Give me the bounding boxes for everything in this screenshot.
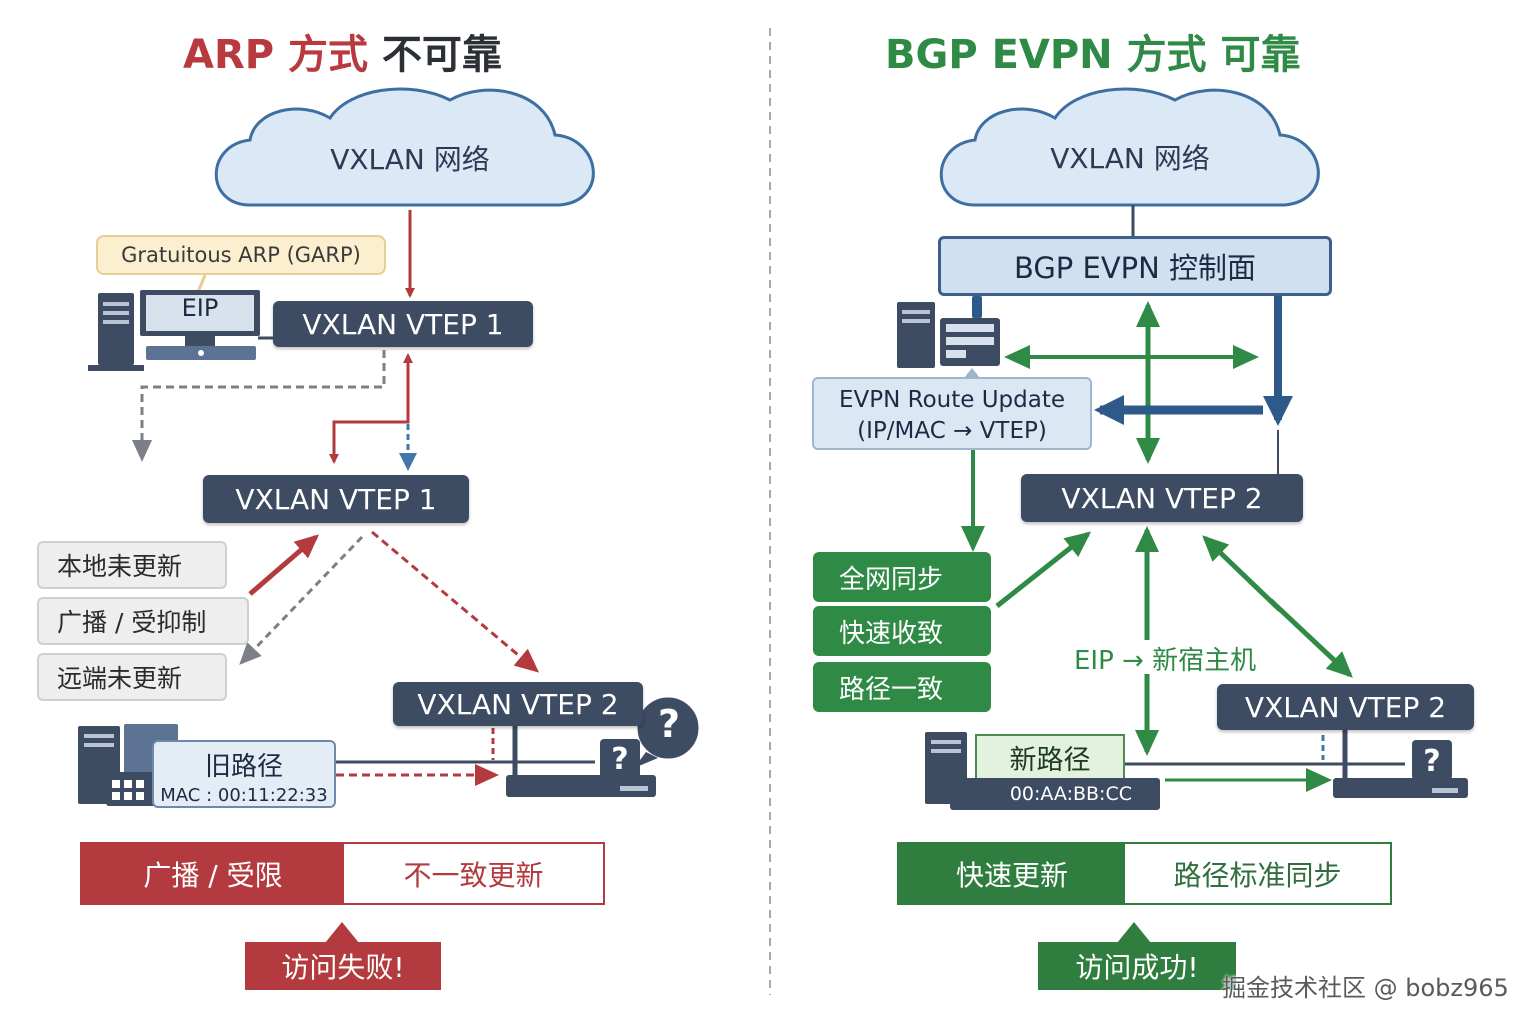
access-failed-badge: 访问失败! [245,942,441,990]
old-path-box: 旧路径 MAC : 00:11:22:33 [152,740,336,808]
tag-remote-not-updated: 远端未更新 [37,653,227,701]
vtep2-low-right: VXLAN VTEP 2 [1217,684,1474,730]
vtep2-mid-right: VXLAN VTEP 2 [1021,474,1303,522]
tag-broadcast-suppressed: 广播 / 受抑制 [37,597,249,645]
tag-global-sync: 全网同步 [813,552,991,602]
cloud-label-left: VXLAN 网络 [330,143,490,176]
bgp-evpn-control-plane: BGP EVPN 控制面 [938,236,1332,296]
route-update-box: EVPN Route Update (IP/MAC → VTEP) [812,377,1092,450]
route-update-line1: EVPN Route Update [838,387,1066,413]
computer-icon-left [88,290,280,371]
route-update-line2: (IP/MAC → VTEP) [857,418,1047,444]
new-mac-value: 00:AA:BB:CC [950,778,1160,810]
left-bar-broadcast-limited: 广播 / 受限 [82,844,344,903]
cloud-label-right: VXLAN 网络 [1050,142,1210,175]
vtep2-left: VXLAN VTEP 2 [393,682,643,726]
cloud-icon-left [214,87,595,207]
server-icon-route-source [897,302,1000,378]
watermark: 掘金技术社区 @ bobz965 [1222,974,1509,1002]
arrow-local-update [248,534,320,596]
question-mark-device-right: ? [1423,744,1441,779]
left-bar-inconsistent: 不一致更新 [344,844,603,903]
eip-move-label: EIP → 新宿主机 [1074,646,1257,676]
left-title-method: ARP 方式 [183,32,368,78]
right-title: BGP EVPN 方式 可靠 [885,32,1301,78]
left-title-verdict: 不可靠 [381,32,502,78]
tag-local-not-updated: 本地耒更新 [37,541,227,589]
cloud-icon-right [939,87,1320,207]
new-path-box: 新路径 [975,734,1125,780]
left-title: ARP 方式 不可靠 [183,22,502,80]
arrow-vtep1-to-vtep2 [371,530,540,673]
right-bar-path-sync: 路径标准同步 [1125,844,1390,903]
tag-fast-convergence: 快速收致 [813,606,991,656]
old-mac-value: MAC : 00:11:22:33 [160,785,328,806]
question-mark-bubble: ? [657,702,681,746]
server-icon-vtep2-right [1333,740,1468,798]
right-bar-fast-update: 快速更新 [899,844,1125,903]
garp-callout: Gratuitous ARP (GARP) [96,235,386,275]
arrow-broadcast-suppressed [239,535,364,665]
server-icon-vtep2-left [506,739,656,797]
right-result-bar: 快速更新 路径标准同步 [897,842,1392,905]
old-path-label: 旧路径 [204,752,283,782]
access-success-badge: 访问成功! [1038,942,1236,990]
server-icon-old-path [78,724,178,806]
tag-path-consistent: 路径一致 [813,662,991,712]
question-mark-device: ? [611,742,629,777]
eip-label: EIP [181,294,219,322]
left-result-bar: 广播 / 受限 不一致更新 [80,842,605,905]
arrow-sync-to-vtep2 [995,531,1092,608]
arrow-garp-broadcast [132,350,386,462]
arrow-mid-to-top [332,353,413,460]
vtep1-mid: VXLAN VTEP 1 [203,475,469,523]
vtep1-top: VXLAN VTEP 1 [273,301,533,347]
